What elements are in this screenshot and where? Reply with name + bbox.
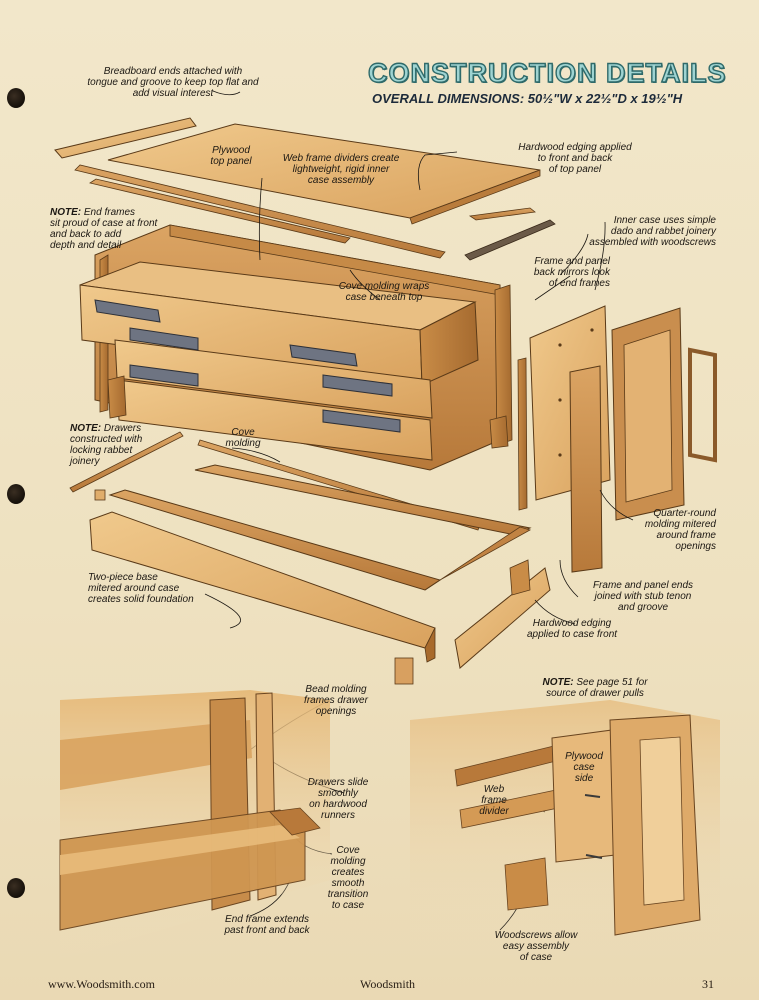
callout-quarter-round: Quarter-round molding mitered around fra… (644, 508, 716, 552)
callout-cove-molding: Cove molding (225, 427, 261, 449)
callout-plywood-top: Plywood top panel (210, 145, 252, 167)
callout-hardwood-edging-top: Hardwood edging applied to front and bac… (518, 142, 632, 175)
dimensions-label: OVERALL DIMENSIONS: (372, 91, 525, 106)
callout-hardwood-edging-front: Hardwood edging applied to case front (526, 618, 618, 640)
overall-dimensions: OVERALL DIMENSIONS: 50½"W x 22½"D x 19½"… (372, 91, 682, 106)
note-label: NOTE: (70, 423, 102, 434)
callout-breadboard: Breadboard ends attached with tongue and… (87, 66, 259, 99)
note-text: Drawers constructed with locking rabbet … (70, 423, 143, 467)
callout-cove-transition: Cove molding creates smooth transition t… (327, 845, 369, 911)
binder-hole-icon (7, 484, 25, 504)
callout-cove-wraps: Cove molding wraps case beneath top (338, 281, 430, 303)
callout-frame-panel-ends: Frame and panel ends joined with stub te… (592, 580, 694, 613)
callout-two-piece-base: Two-piece base mitered around case creat… (88, 572, 194, 605)
callout-bead-molding: Bead molding frames drawer openings (304, 684, 368, 717)
callout-web-frame-divider: Web frame divider (479, 784, 509, 817)
callout-woodscrews: Woodscrews allow easy assembly of case (494, 930, 578, 963)
callout-note-pulls: NOTE: See page 51 for source of drawer p… (535, 677, 655, 699)
callout-end-frame-extends: End frame extends past front and back (224, 914, 310, 936)
footer-magazine: Woodsmith (360, 977, 416, 991)
binder-hole-icon (7, 878, 25, 898)
callout-inner-case: Inner case uses simple dado and rabbet j… (589, 215, 716, 248)
dimensions-value: 50½"W x 22½"D x 19½"H (527, 91, 683, 106)
binder-hole-icon (7, 88, 25, 108)
footer-website: www.Woodsmith.com (48, 977, 155, 991)
page-title: CONSTRUCTION DETAILS (367, 57, 727, 88)
callout-frame-panel-back: Frame and panel back mirrors look of end… (533, 256, 610, 289)
callout-note-end-frames: NOTE: End frames sit proud of case at fr… (50, 207, 190, 251)
callout-plywood-case-side: Plywood case side (565, 751, 603, 784)
callout-note-drawers: NOTE: Drawers constructed with locking r… (70, 423, 170, 467)
note-text: End frames sit proud of case at front an… (50, 207, 158, 251)
note-label: NOTE: (50, 207, 82, 218)
note-text: See page 51 for source of drawer pulls (546, 677, 648, 699)
note-label: NOTE: (542, 677, 574, 688)
callout-web-frame: Web frame dividers create lightweight, r… (282, 153, 400, 186)
callout-drawers-slide: Drawers slide smoothly on hardwood runne… (307, 777, 369, 821)
footer-page-number: 31 (702, 977, 714, 991)
